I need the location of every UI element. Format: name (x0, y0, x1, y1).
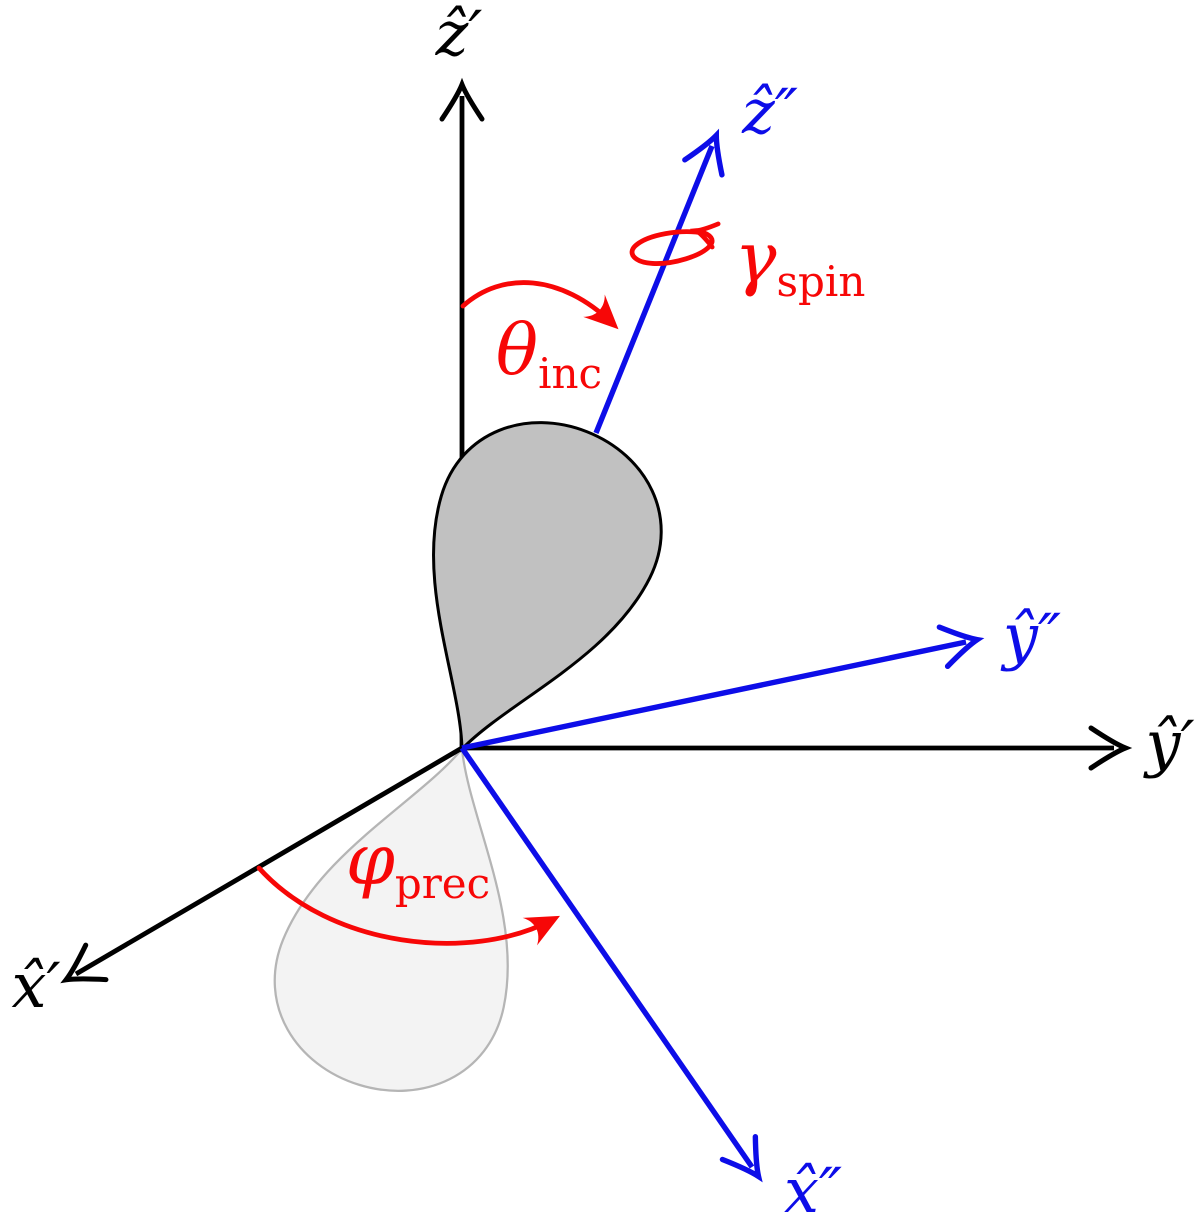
angle-annotations (256, 226, 715, 946)
back-lobe (273, 746, 509, 1092)
y-double-prime-label-text: ŷ″ (1002, 600, 1062, 673)
y-prime-label-text: ŷ′ (1145, 707, 1195, 780)
theta-symbol: θ (495, 309, 539, 391)
x-double-prime-axis (459, 746, 763, 1183)
theta-subscript: inc (538, 349, 603, 398)
gamma-spin-label: γspin (735, 223, 866, 303)
phi-prec-arc-arrow (256, 865, 560, 946)
gamma-spin-loop-arrow (629, 226, 715, 266)
z-double-prime-axis (593, 128, 725, 435)
x-double-prime-label-text: x̂″ (783, 1154, 843, 1222)
z-prime-axis-label: ẑ′ (436, 3, 483, 65)
z-prime-label-text: ẑ′ (435, 0, 483, 70)
phi-symbol: φ (345, 819, 395, 901)
double-primed-frame (459, 128, 985, 1183)
gamma-subscript: spin (776, 257, 866, 306)
front-lobe (432, 421, 663, 753)
x-prime-label-text: x̂′ (11, 949, 61, 1022)
x-double-prime-axis-label: x̂″ (784, 1160, 842, 1222)
theta-inc-label: θinc (496, 315, 602, 395)
z-double-prime-label-text: ẑ″ (742, 75, 798, 148)
theta-inc-arc-arrow (460, 280, 619, 330)
gamma-symbol: γ (734, 217, 777, 299)
z-double-prime-axis-label: ẑ″ (742, 81, 798, 143)
phi-subscript: prec (394, 859, 491, 908)
x-prime-axis (60, 745, 464, 984)
y-double-prime-axis (461, 624, 985, 751)
y-prime-axis-label: ŷ′ (1145, 713, 1194, 775)
x-prime-axis-label: x̂′ (11, 955, 60, 1017)
phi-prec-label: φprec (346, 825, 490, 905)
y-double-prime-axis-label: ŷ″ (1003, 606, 1061, 668)
